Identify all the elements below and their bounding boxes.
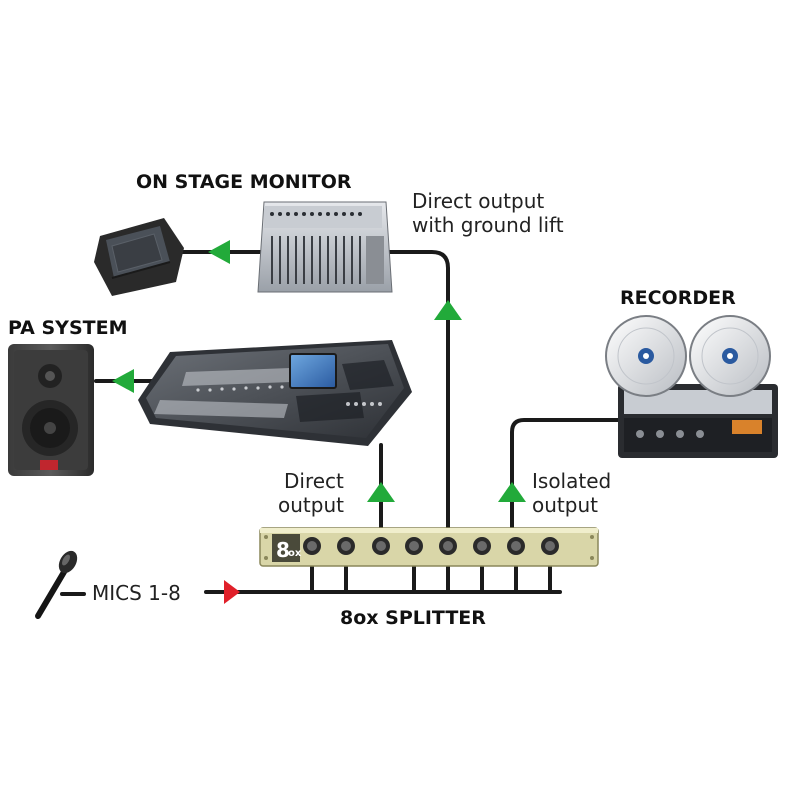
pa-brand-badge	[40, 460, 58, 470]
arrow-up-isolated-output	[498, 482, 526, 502]
xlr-connector-3	[372, 537, 390, 555]
reel-recorder	[605, 315, 778, 458]
cable-ground-lift-output	[386, 250, 450, 540]
splitter-brand-large: 8	[276, 538, 290, 562]
arrow-mics-in	[224, 580, 240, 604]
label-pa-system: PA SYSTEM	[8, 317, 127, 339]
xlr-connector-7	[507, 537, 525, 555]
reel-right	[689, 315, 771, 397]
label-on-stage-monitor: ON STAGE MONITOR	[136, 171, 352, 193]
monitor-mixer	[257, 201, 393, 293]
xlr-connector-1	[303, 537, 321, 555]
label-recorder: RECORDER	[620, 287, 736, 309]
xlr-connector-5	[439, 537, 457, 555]
label-direct-output-line1: Direct	[284, 469, 344, 493]
arrow-to-pa-speaker	[112, 369, 134, 393]
arrow-up-ground-lift	[434, 300, 462, 320]
label-direct-output-line2: output	[278, 493, 344, 517]
xlr-connector-4	[405, 537, 423, 555]
splitter-brand-small: ox	[288, 548, 302, 559]
pa-speaker	[8, 344, 94, 476]
microphone-icon	[35, 550, 78, 619]
arrow-up-direct-output	[367, 482, 395, 502]
xlr-connector-2	[337, 537, 355, 555]
label-ground-lift-line2: with ground lift	[412, 213, 564, 237]
cable-isolated-output	[510, 418, 620, 540]
console-screen	[289, 353, 337, 389]
xlr-connector-8	[541, 537, 559, 555]
splitter-unit: 8 ox	[259, 527, 599, 567]
label-isolated-output-line1: Isolated	[532, 469, 611, 493]
label-mics: MICS 1-8	[92, 581, 181, 605]
reel-left	[605, 315, 687, 397]
stage-wedge-speaker	[94, 218, 184, 296]
label-splitter: 8ox SPLITTER	[340, 607, 486, 629]
splitter-xlr-connectors	[303, 537, 559, 555]
arrow-to-stage-wedge	[208, 240, 230, 264]
label-ground-lift-line1: Direct output	[412, 189, 544, 213]
pa-console	[138, 340, 412, 446]
console-fader-banks	[154, 368, 292, 418]
xlr-connector-6	[473, 537, 491, 555]
label-isolated-output-line2: output	[532, 493, 598, 517]
